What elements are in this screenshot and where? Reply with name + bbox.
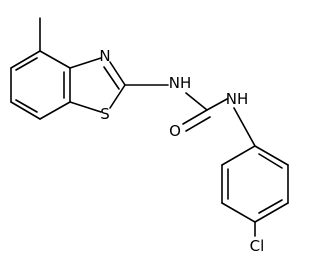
bond-benzo-inner-2 — [15, 99, 38, 113]
bond-co-a — [182, 109, 208, 125]
bond-aryl-3 — [254, 202, 289, 223]
bond-carbonyl-nh — [206, 98, 228, 111]
bond-benzo-3 — [10, 101, 41, 120]
atom-nh-right: NH — [226, 90, 249, 108]
bond-benzo-1 — [10, 50, 41, 69]
bond-benzo-inner-1 — [15, 57, 38, 71]
atom-nh-left: NH — [169, 74, 192, 92]
bond-aryl-inner-2 — [258, 199, 283, 214]
bond-benzo-4 — [39, 101, 71, 120]
bond-thiazole-c2-s — [109, 84, 126, 109]
bond-thiazole-n-c2-b — [103, 66, 120, 90]
bond-benzo-6 — [39, 50, 71, 69]
bond-aryl-inner-1 — [258, 153, 283, 169]
bond-thiazole-s-c — [69, 101, 102, 113]
bond-aryl-4 — [221, 202, 256, 223]
atom-n-thiazole: N — [99, 47, 110, 65]
bond-aryl-6 — [221, 145, 256, 166]
bond-nh-aryl — [233, 107, 256, 147]
bond-co-b — [185, 116, 211, 132]
atom-cl: Cl — [250, 237, 265, 255]
bond-thiazole-c-n — [69, 57, 102, 69]
atom-o-carbonyl: O — [169, 122, 181, 140]
bond-thiazole-n-c2-a — [109, 61, 126, 86]
bond-nh-carbonyl — [185, 92, 208, 111]
atom-labels: N S NH O NH Cl — [99, 47, 264, 255]
bond-aryl-1 — [254, 145, 289, 166]
atom-s-thiazole: S — [100, 105, 110, 123]
bonds — [10, 17, 289, 237]
